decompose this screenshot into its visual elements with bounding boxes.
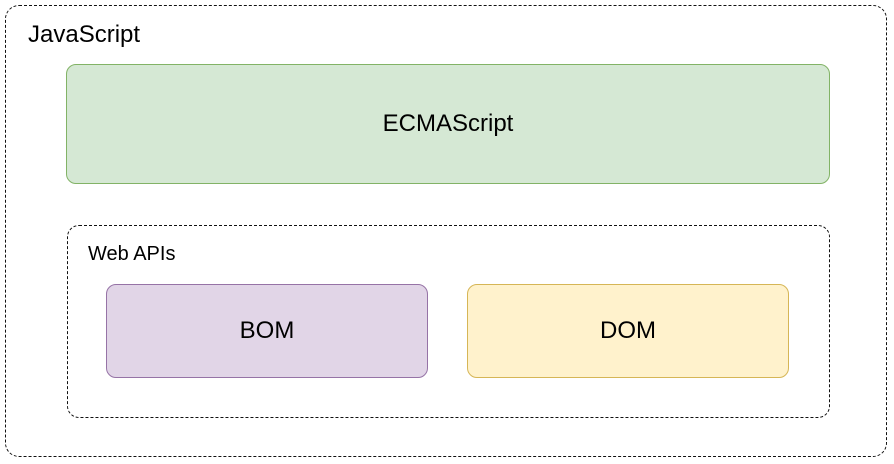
javascript-container	[5, 5, 887, 457]
dom-label: DOM	[600, 317, 656, 344]
web-apis-container	[67, 225, 830, 418]
bom-label: BOM	[239, 317, 295, 344]
ecmascript-box: ECMAScript	[66, 64, 830, 184]
dom-box: DOM	[467, 284, 789, 378]
web-apis-label: Web APIs	[88, 243, 176, 265]
ecmascript-label: ECMAScript	[382, 110, 514, 137]
javascript-label: JavaScript	[28, 21, 141, 48]
bom-box: BOM	[106, 284, 428, 378]
